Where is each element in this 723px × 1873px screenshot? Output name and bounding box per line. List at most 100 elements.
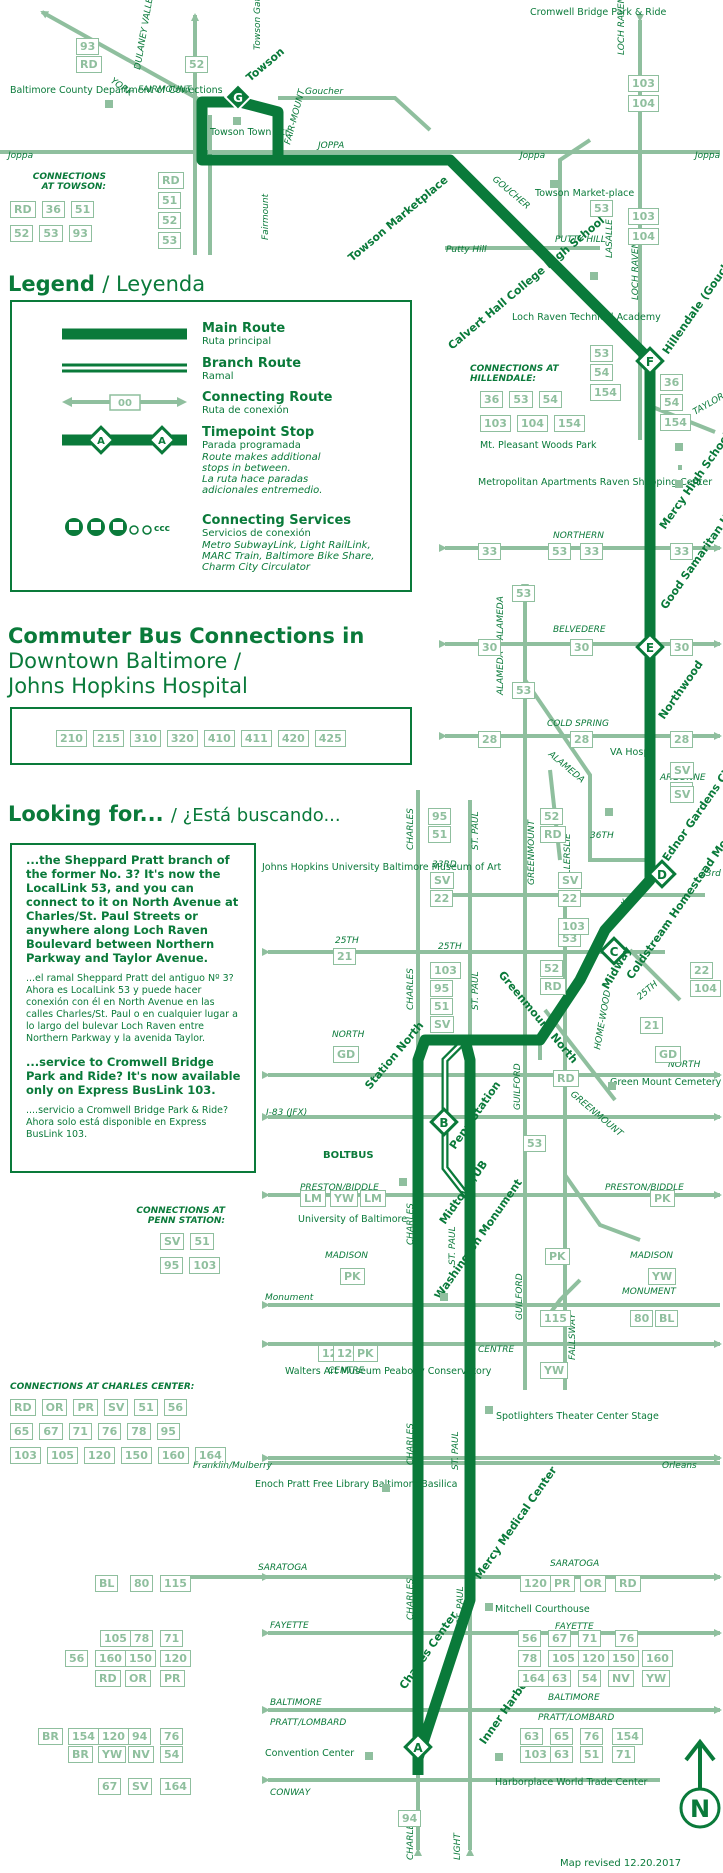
svg-text:ELLERSLIE: ELLERSLIE [563,833,573,880]
route-chip: 105 [548,1650,579,1667]
svg-text:33RD: 33RD [432,860,457,870]
svg-text:CHARLES: CHARLES [406,1818,416,1860]
route-chip: RD [76,56,102,73]
svg-text:LASALLE: LASALLE [605,219,615,258]
route-chip: 80 [130,1575,154,1592]
svg-text:Monument: Monument [265,1293,314,1303]
route-chip: 67 [548,1630,572,1647]
svg-text:PRATT/LOMBARD: PRATT/LOMBARD [270,1718,346,1728]
stop-hillendale: Hillendale (Goucher & Taylor) [660,200,723,357]
route-chip: 30 [478,639,502,656]
svg-text:COLD SPRING: COLD SPRING [547,719,609,729]
svg-text:CENTRE: CENTRE [478,1345,514,1355]
route-chip: 53 [523,1135,547,1152]
timepoint-d[interactable]: D [647,859,677,889]
route-chip: NV [128,1746,154,1763]
svg-text:MADISON: MADISON [325,1251,368,1261]
svg-text:ST. PAUL: ST. PAUL [471,971,481,1010]
svg-text:Cromwell Bridge Park & Ride: Cromwell Bridge Park & Ride [530,7,667,18]
svg-text:I-83 (JFX): I-83 (JFX) [266,1108,307,1118]
route-chip: 115 [540,1310,571,1327]
route-chip: 63 [548,1670,572,1687]
route-chip: PR [550,1575,575,1592]
svg-text:BELVEDERE: BELVEDERE [553,625,606,635]
svg-text:F: F [646,355,654,369]
stop-towson-marketplace: Towson Marketplace [346,173,451,264]
route-chip: 120 [160,1650,191,1667]
svg-text:Joppa: Joppa [693,151,720,161]
route-chip: 51 [580,1746,604,1763]
route-chip: 22 [558,890,582,907]
svg-text:LOCH RAVEN: LOCH RAVEN [631,241,641,300]
route-chip: 154 [68,1728,99,1745]
svg-text:Towson Gate: Towson Gate [253,0,263,50]
commuter-route-chip: 215 [92,730,124,747]
stop-mercy-medical: Mercy Medical Center [472,1464,560,1582]
route-chip: 103 [430,962,461,979]
route-chip: 78 [518,1650,542,1667]
stop-northwood: Northwood [656,658,706,722]
svg-text:CHARLES: CHARLES [406,1203,416,1245]
route-chip: 154 [660,414,691,431]
route-chip: YW [330,1190,359,1207]
legend-swatches: 00 A A ccc [62,328,187,536]
route-chip: 95 [430,980,454,997]
svg-text:A: A [97,436,105,447]
route-chip: RD [540,826,566,843]
route-chip: 103 [628,75,659,92]
connections-towson-title: CONNECTIONS AT TOWSON: [32,172,106,192]
svg-text:CHARLES: CHARLES [406,808,416,850]
route-chip: 67 [98,1778,122,1795]
looking-q2-es: ....servicio a Cromwell Bridge Park & Ri… [26,1105,229,1140]
route-chip: 120 [98,1728,129,1745]
svg-text:GUILFORD: GUILFORD [515,1273,525,1320]
commuter-route-chip: 210 [56,730,87,747]
route-chip: 120 [520,1575,551,1592]
svg-text:SARATOGA: SARATOGA [258,1563,307,1573]
timepoint-g[interactable]: G [223,82,253,112]
svg-text:Mt. Pleasant Woods Park: Mt. Pleasant Woods Park [480,440,597,451]
commuter-route-chip: 411 [240,730,272,747]
timepoint-markers: G F E D C B A [223,82,677,1762]
timepoint-b[interactable]: B [429,1107,459,1137]
timepoint-e[interactable]: E [635,632,665,662]
commuter-route-chip: 310 [129,730,161,747]
svg-text:ST. PAUL: ST. PAUL [471,811,481,850]
svg-text:ST. PAUL: ST. PAUL [451,1431,461,1470]
route-chip: YW [642,1670,671,1687]
route-chip: 94 [398,1810,422,1827]
route-chip: 28 [670,731,694,748]
route-chip: 54 [660,394,684,411]
svg-text:Enoch Pratt Free Library Balti: Enoch Pratt Free Library Baltimore Basil… [255,1479,458,1490]
svg-text:D: D [657,868,667,882]
svg-text:CHARLES: CHARLES [406,1423,416,1465]
route-chip: 103 [558,918,589,935]
route-chip: YW [540,1362,569,1379]
svg-text:PRESTON/BIDDLE: PRESTON/BIDDLE [605,1183,684,1193]
svg-text:TAYLOR: TAYLOR [692,392,723,418]
svg-text:GREENMOUNT: GREENMOUNT [568,1090,625,1140]
svg-text:BOLTBUS: BOLTBUS [323,1150,374,1161]
svg-text:N: N [690,1795,710,1823]
timepoint-a[interactable]: A [403,1732,433,1762]
route-chip: BR [68,1746,93,1763]
svg-text:Loch Raven Technical Academy: Loch Raven Technical Academy [512,312,661,323]
route-chip: 53 [512,585,536,602]
route-chip: PK [353,1345,378,1362]
route-chip: RD [615,1575,641,1592]
route-chip: 150 [125,1650,156,1667]
route-chip: 95 [428,808,452,825]
main-route [196,96,656,1775]
timepoint-f[interactable]: F [635,346,665,376]
svg-text:Orleans: Orleans [662,1461,697,1471]
timepoint-c[interactable]: C [599,936,629,966]
svg-text:Johns Hopkins University Balti: Johns Hopkins University Baltimore Museu… [261,862,502,873]
svg-text:Fairmount: Fairmount [261,193,271,240]
route-chip: BL [655,1310,679,1327]
route-chip: 63 [520,1728,544,1745]
route-chip: RD [95,1670,121,1687]
